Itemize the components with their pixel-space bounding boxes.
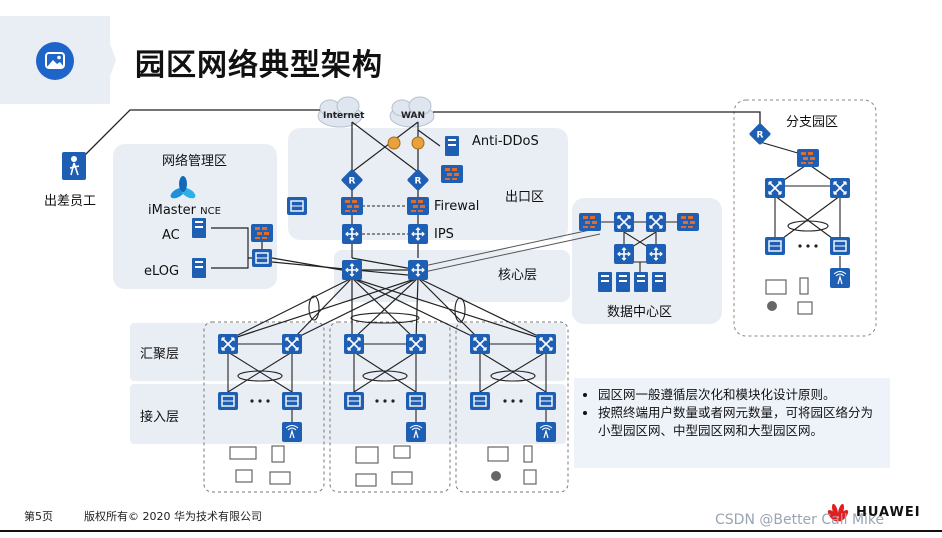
branch-zone-label: 分支园区 — [786, 115, 839, 130]
egress-zone-label: 出口区 — [505, 190, 545, 205]
anti-ddos-label: Anti-DDoS — [472, 134, 539, 149]
bottom-rule — [0, 530, 942, 532]
imaster-label: iMaster NCE — [148, 203, 221, 218]
note-item: 园区网一般遵循层次化和模块化设计原则。 — [598, 386, 880, 404]
image-icon — [36, 42, 74, 80]
notes-box: 园区网一般遵循层次化和模块化设计原则。 按照终端用户数量或者网元数量，可将园区络… — [574, 378, 890, 468]
imaster-sub: NCE — [200, 206, 221, 217]
internet-label: Internet — [323, 111, 365, 121]
imaster-name: iMaster — [148, 203, 197, 218]
page-title: 园区网络典型架构 — [135, 48, 383, 83]
wan-label: WAN — [401, 111, 426, 121]
core-layer-label: 核心层 — [498, 268, 538, 283]
page-number: 第5页 — [24, 510, 53, 523]
header-arrow — [100, 16, 116, 104]
huawei-logo: HUAWEI — [856, 505, 921, 520]
ac-label: AC — [162, 228, 180, 243]
firewall-label: Firewal — [434, 199, 480, 214]
copyright: 版权所有© 2020 华为技术有限公司 — [84, 510, 262, 523]
datacenter-zone-label: 数据中心区 — [607, 305, 673, 320]
notes-list: 园区网一般遵循层次化和模块化设计原则。 按照终端用户数量或者网元数量，可将园区络… — [584, 386, 880, 440]
ips-label: IPS — [434, 227, 454, 242]
access-layer-label: 接入层 — [140, 410, 180, 425]
mgmt-zone-label: 网络管理区 — [162, 154, 228, 169]
elog-label: eLOG — [144, 264, 180, 279]
watermark: CSDN @Better Call Mike — [715, 512, 885, 528]
remote-worker-label: 出差员工 — [44, 194, 97, 209]
note-item: 按照终端用户数量或者网元数量，可将园区络分为小型园区网、中型园区网和大型园区网。 — [598, 404, 880, 440]
aggregation-layer-label: 汇聚层 — [140, 347, 180, 362]
